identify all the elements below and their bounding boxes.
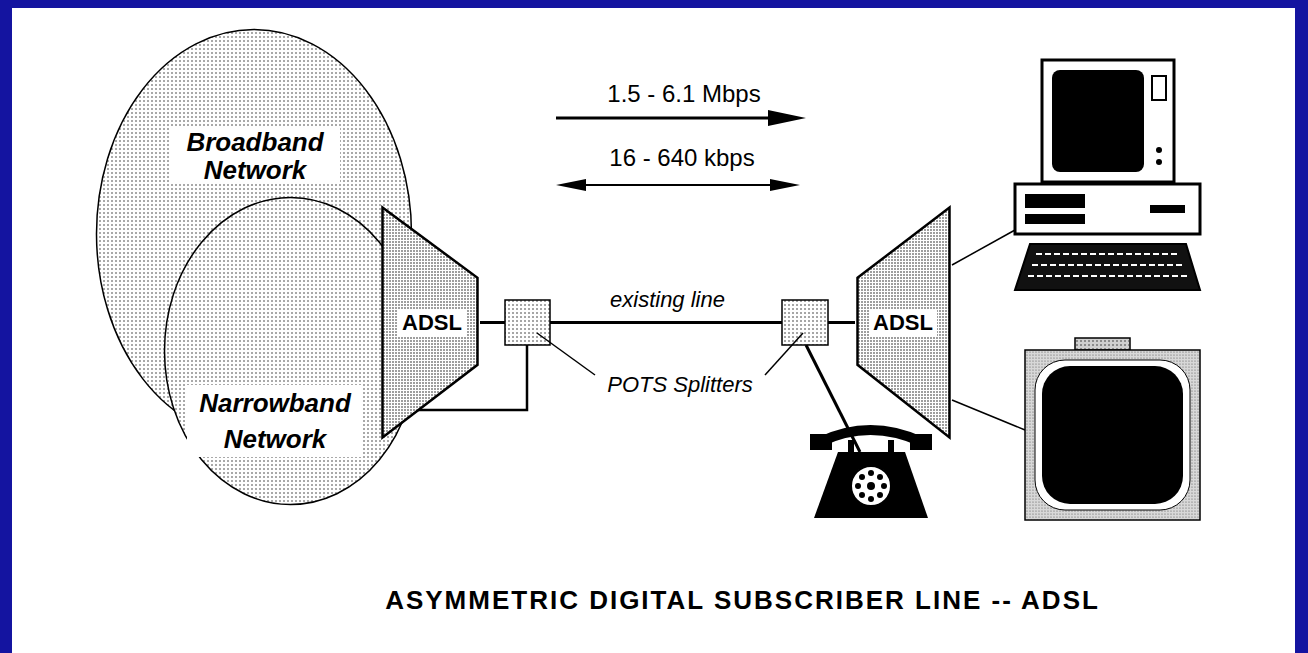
monitor-control (1152, 76, 1166, 100)
telephone-dial (867, 482, 875, 490)
arrow-head (770, 179, 800, 191)
adsl-modem: ADSL (855, 205, 952, 440)
network-ellipse: Narrowband Network (163, 196, 418, 506)
keyboard-keys (1028, 275, 1190, 277)
keyboard-keys (1036, 253, 1180, 255)
label-holder: POTS Splitters (480, 372, 880, 397)
dial-hole (881, 483, 887, 489)
dial-hole (859, 474, 865, 480)
splitter-box (782, 300, 828, 345)
trapezoid-outline (383, 208, 478, 438)
telephone-body (814, 452, 928, 518)
splitter-box (782, 300, 828, 345)
computer-monitor (1042, 60, 1174, 182)
data-rate: 1.5 - 6.1 Mbps (605, 80, 762, 108)
tv-screen (1042, 366, 1183, 504)
dial-hole (859, 492, 865, 498)
dial-hole (868, 470, 874, 476)
case-detail (1150, 205, 1185, 213)
edge-label: existing line (607, 287, 728, 313)
telephone-handset (820, 430, 922, 442)
dial-hole (877, 474, 883, 480)
computer-case (1015, 184, 1200, 234)
node-label: Broadband Network (170, 128, 340, 184)
duplex-arrow (580, 184, 775, 186)
trapezoid-outline (858, 208, 950, 438)
ellipse-outline (165, 198, 417, 505)
adsl-modem: ADSL (380, 205, 480, 440)
dial-hole (877, 492, 883, 498)
dial-hole (855, 483, 861, 489)
edge-label-holder: existing line (518, 287, 818, 313)
monitor-control (1156, 159, 1162, 165)
tv-cabinet (1025, 350, 1200, 520)
tv-bezel (1035, 360, 1190, 510)
disk-drive (1025, 214, 1085, 224)
node-label: ADSL (398, 310, 466, 336)
label-holder: 1.5 - 6.1 Mbps (484, 80, 884, 108)
shape-outline (163, 196, 418, 506)
arrow-head (556, 179, 586, 191)
telephone-handset (910, 434, 932, 450)
trapezoid-outline (858, 208, 950, 438)
caption-holder: ASYMMETRIC DIGITAL SUBSCRIBER LINE -- AD… (300, 584, 1185, 616)
trapezoid-outline (383, 208, 478, 438)
computer-keyboard (1015, 244, 1200, 290)
terminal-wire (952, 400, 1025, 430)
callout-label: POTS Splitters (605, 372, 754, 397)
node-label: Narrowband Network (187, 385, 363, 457)
arrow-head (768, 110, 806, 126)
diagram-caption: ASYMMETRIC DIGITAL SUBSCRIBER LINE -- AD… (385, 584, 1100, 616)
telephone-cradle (888, 440, 894, 454)
tv-stand (1075, 338, 1130, 350)
disk-drive (1025, 194, 1085, 208)
leader-line (537, 333, 595, 375)
computer-screen (1052, 70, 1144, 172)
tv-cabinet (1025, 350, 1200, 520)
telephone-dial (851, 466, 891, 506)
telephone-cradle (848, 440, 854, 454)
label-holder: 16 - 640 kbps (482, 144, 882, 172)
monitor-control (1156, 147, 1162, 153)
node-label: ADSL (869, 310, 937, 336)
data-rate: 16 - 640 kbps (607, 144, 756, 172)
telephone-handset (810, 434, 832, 450)
leader-line (765, 333, 803, 375)
dial-hole (868, 496, 874, 502)
keyboard-keys (1032, 264, 1185, 266)
tv-stand (1075, 338, 1130, 350)
terminal-wire (952, 230, 1015, 265)
ellipse-outline (165, 198, 417, 505)
downstream-arrow (556, 117, 772, 120)
